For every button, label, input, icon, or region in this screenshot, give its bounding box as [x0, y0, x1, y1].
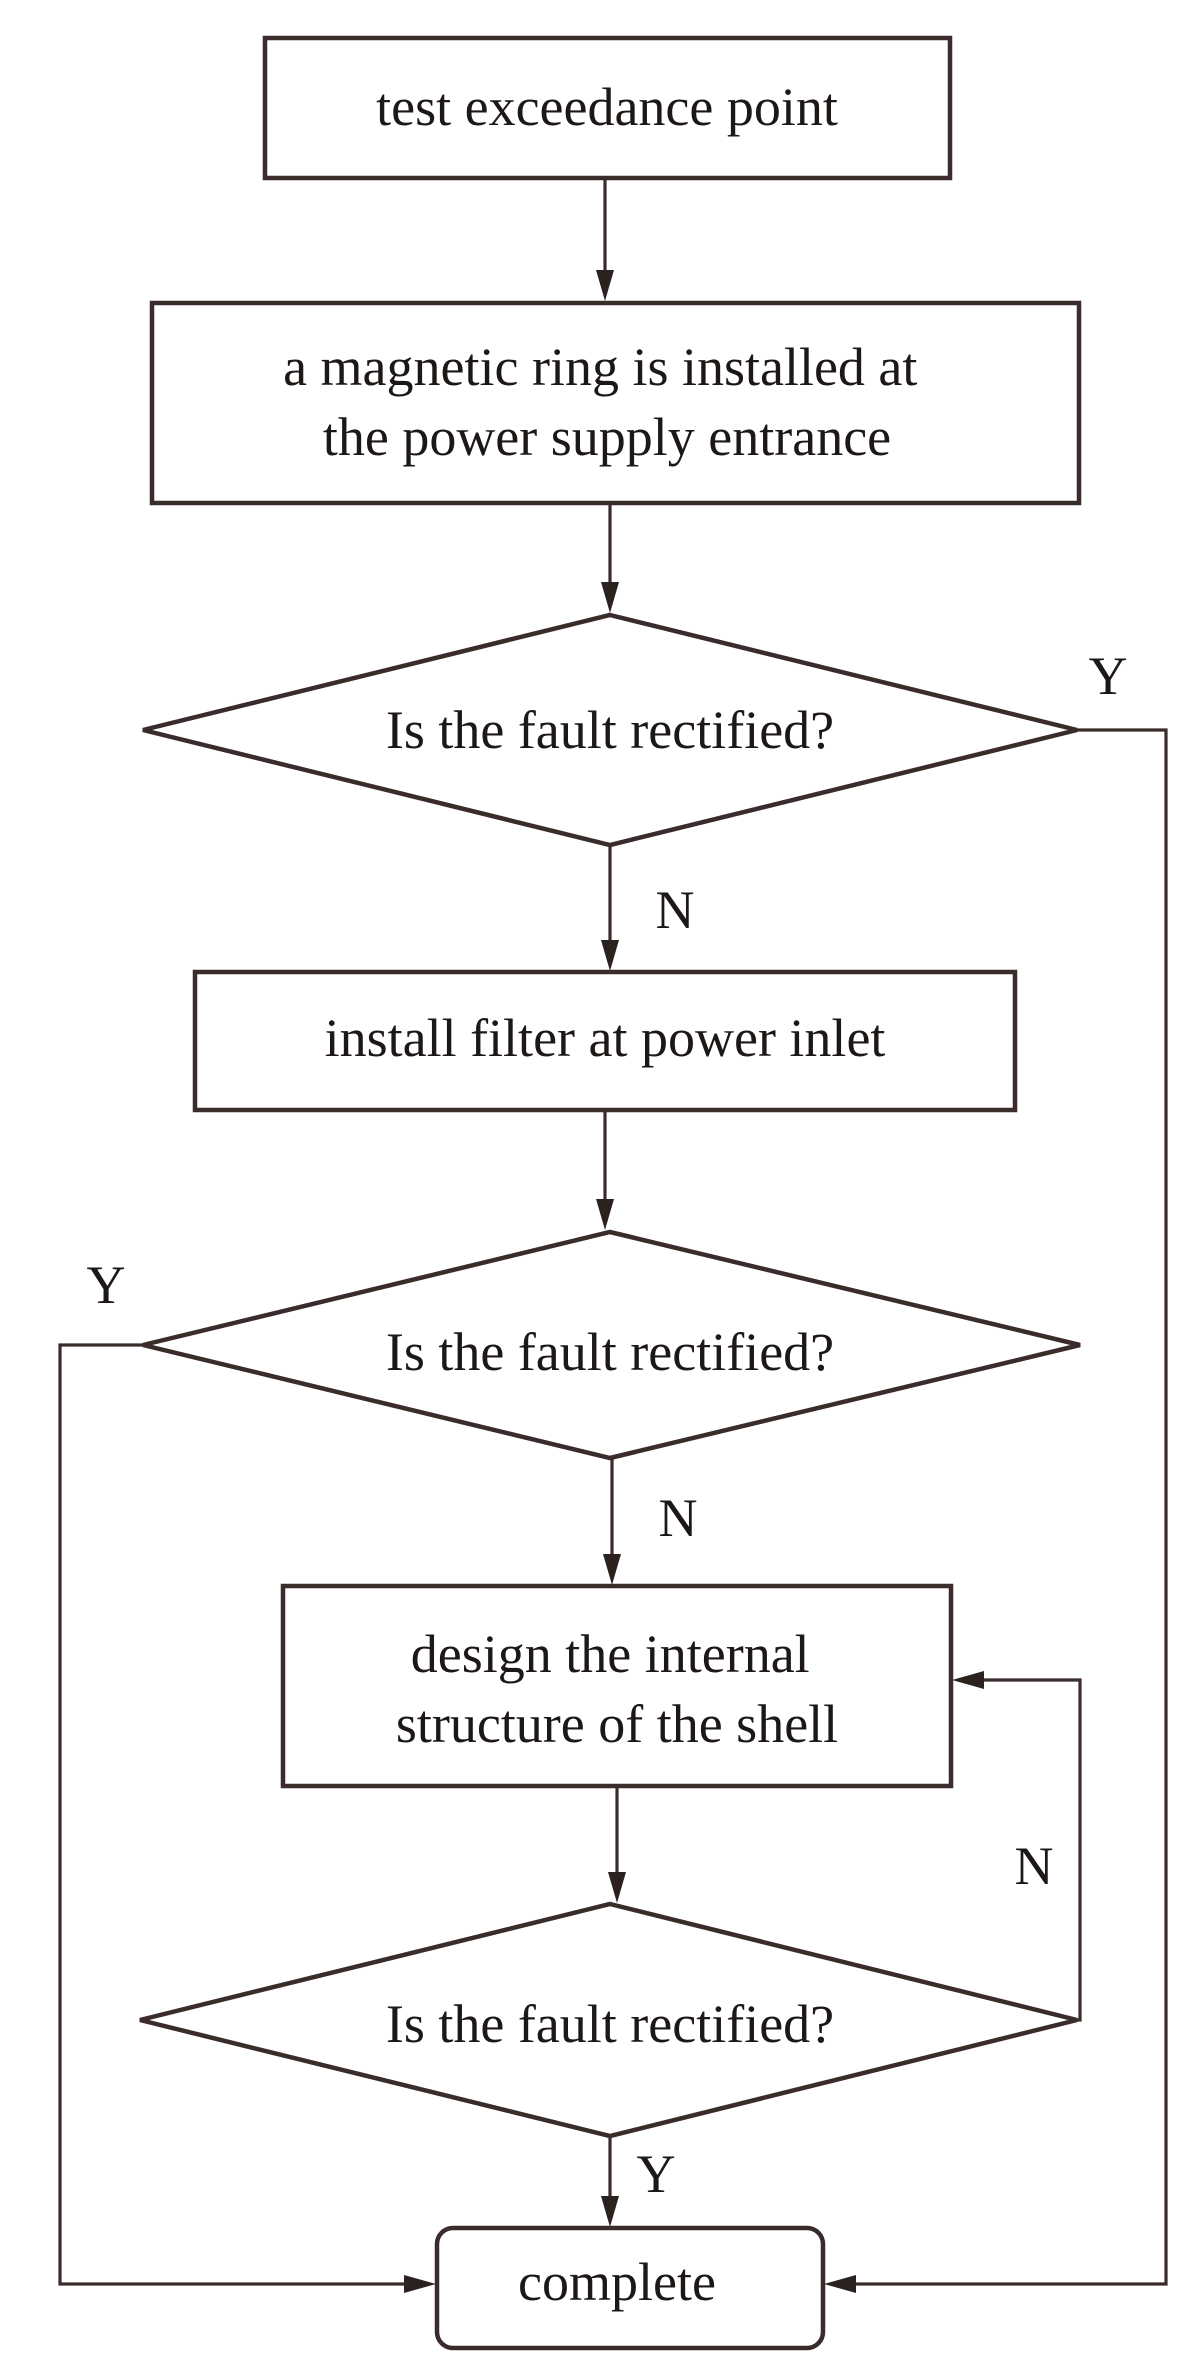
arrowhead-design-shell [603, 1554, 621, 1585]
node-filter-text: install filter at power inlet [325, 1008, 886, 1068]
edge-decision-2-yes-to-complete [58, 1343, 412, 2286]
label-decision-3-no: N [1015, 1836, 1054, 1896]
node-magnetic-ring-box [149, 300, 1082, 506]
edge-decision-1-yes-to-complete [848, 728, 1168, 2286]
arrowhead-complete-right [824, 2275, 856, 2293]
arrowhead-decision-2 [596, 1199, 614, 1230]
label-decision-3-yes: Y [637, 2144, 676, 2204]
label-decision-1-no: N [656, 880, 695, 940]
node-filter-box [192, 969, 1018, 1113]
node-magnetic-ring-text: a magnetic ring is installed at the powe… [283, 337, 931, 467]
arrowhead-decision-3 [608, 1872, 626, 1903]
decision-2-text: Is the fault rectified? [386, 1322, 834, 1382]
label-decision-2-yes: Y [87, 1255, 126, 1315]
arrowhead-magnetic-ring [596, 270, 614, 301]
arrowhead-design-shell-loop [952, 1671, 984, 1689]
node-design-shell-text: design the internal structure of the she… [396, 1624, 838, 1754]
arrowhead-filter [601, 940, 619, 971]
arrowhead-decision-1 [601, 582, 619, 613]
node-start-box [262, 35, 953, 181]
edge-decision-3-no-loop-to-design-shell [976, 1678, 1082, 2022]
node-start-text: test exceedance point [376, 77, 838, 137]
arrowhead-complete-left [404, 2275, 436, 2293]
decision-3-text: Is the fault rectified? [386, 1994, 834, 2054]
arrowhead-complete-top [601, 2196, 619, 2227]
label-decision-2-no: N [659, 1488, 698, 1548]
label-decision-1-yes: Y [1089, 646, 1128, 706]
node-design-shell-box [280, 1583, 954, 1789]
decision-1-text: Is the fault rectified? [386, 700, 834, 760]
node-complete-text: complete [518, 2252, 716, 2312]
decision-2-diamond [142, 1229, 1081, 1461]
node-complete-box [434, 2225, 826, 2351]
